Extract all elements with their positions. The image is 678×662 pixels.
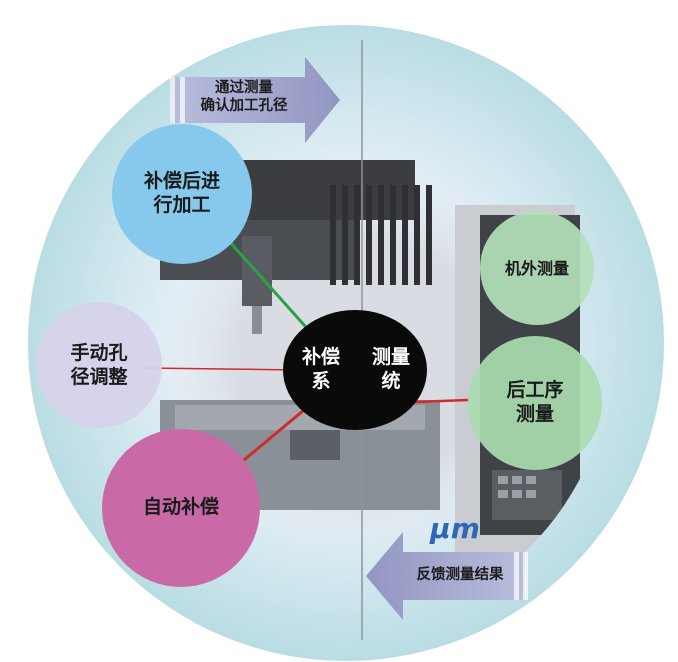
- center-system-node: [283, 310, 427, 430]
- connector-post: [414, 398, 469, 404]
- center-left-label: 补偿 系: [301, 346, 340, 392]
- node-offline-measure: [480, 211, 594, 325]
- node-compensate-label: 补偿后进 行加工: [143, 170, 220, 216]
- center-right-label: 测量 统: [371, 346, 410, 392]
- bottom-arrow-label: 反馈测量结果: [416, 567, 504, 583]
- node-auto-label: 自动补偿: [142, 496, 219, 519]
- node-manual-label: 手动孔 径调整: [70, 342, 128, 388]
- top-arrow: [170, 57, 340, 143]
- node-offline-label: 机外测量: [504, 259, 569, 278]
- top-arrow-label: 通过测量 确认加工孔径: [200, 80, 288, 115]
- node-auto-compensate: [102, 429, 260, 587]
- node-manual-adjust: [36, 302, 162, 428]
- node-post-process-measure: [468, 336, 602, 470]
- bottom-arrow: [366, 532, 528, 620]
- node-compensate-then-machine: [112, 124, 252, 264]
- node-post-label: 后工序 测量: [506, 379, 564, 425]
- connector-manual: [144, 367, 301, 371]
- micron-unit-label: μm: [430, 511, 480, 545]
